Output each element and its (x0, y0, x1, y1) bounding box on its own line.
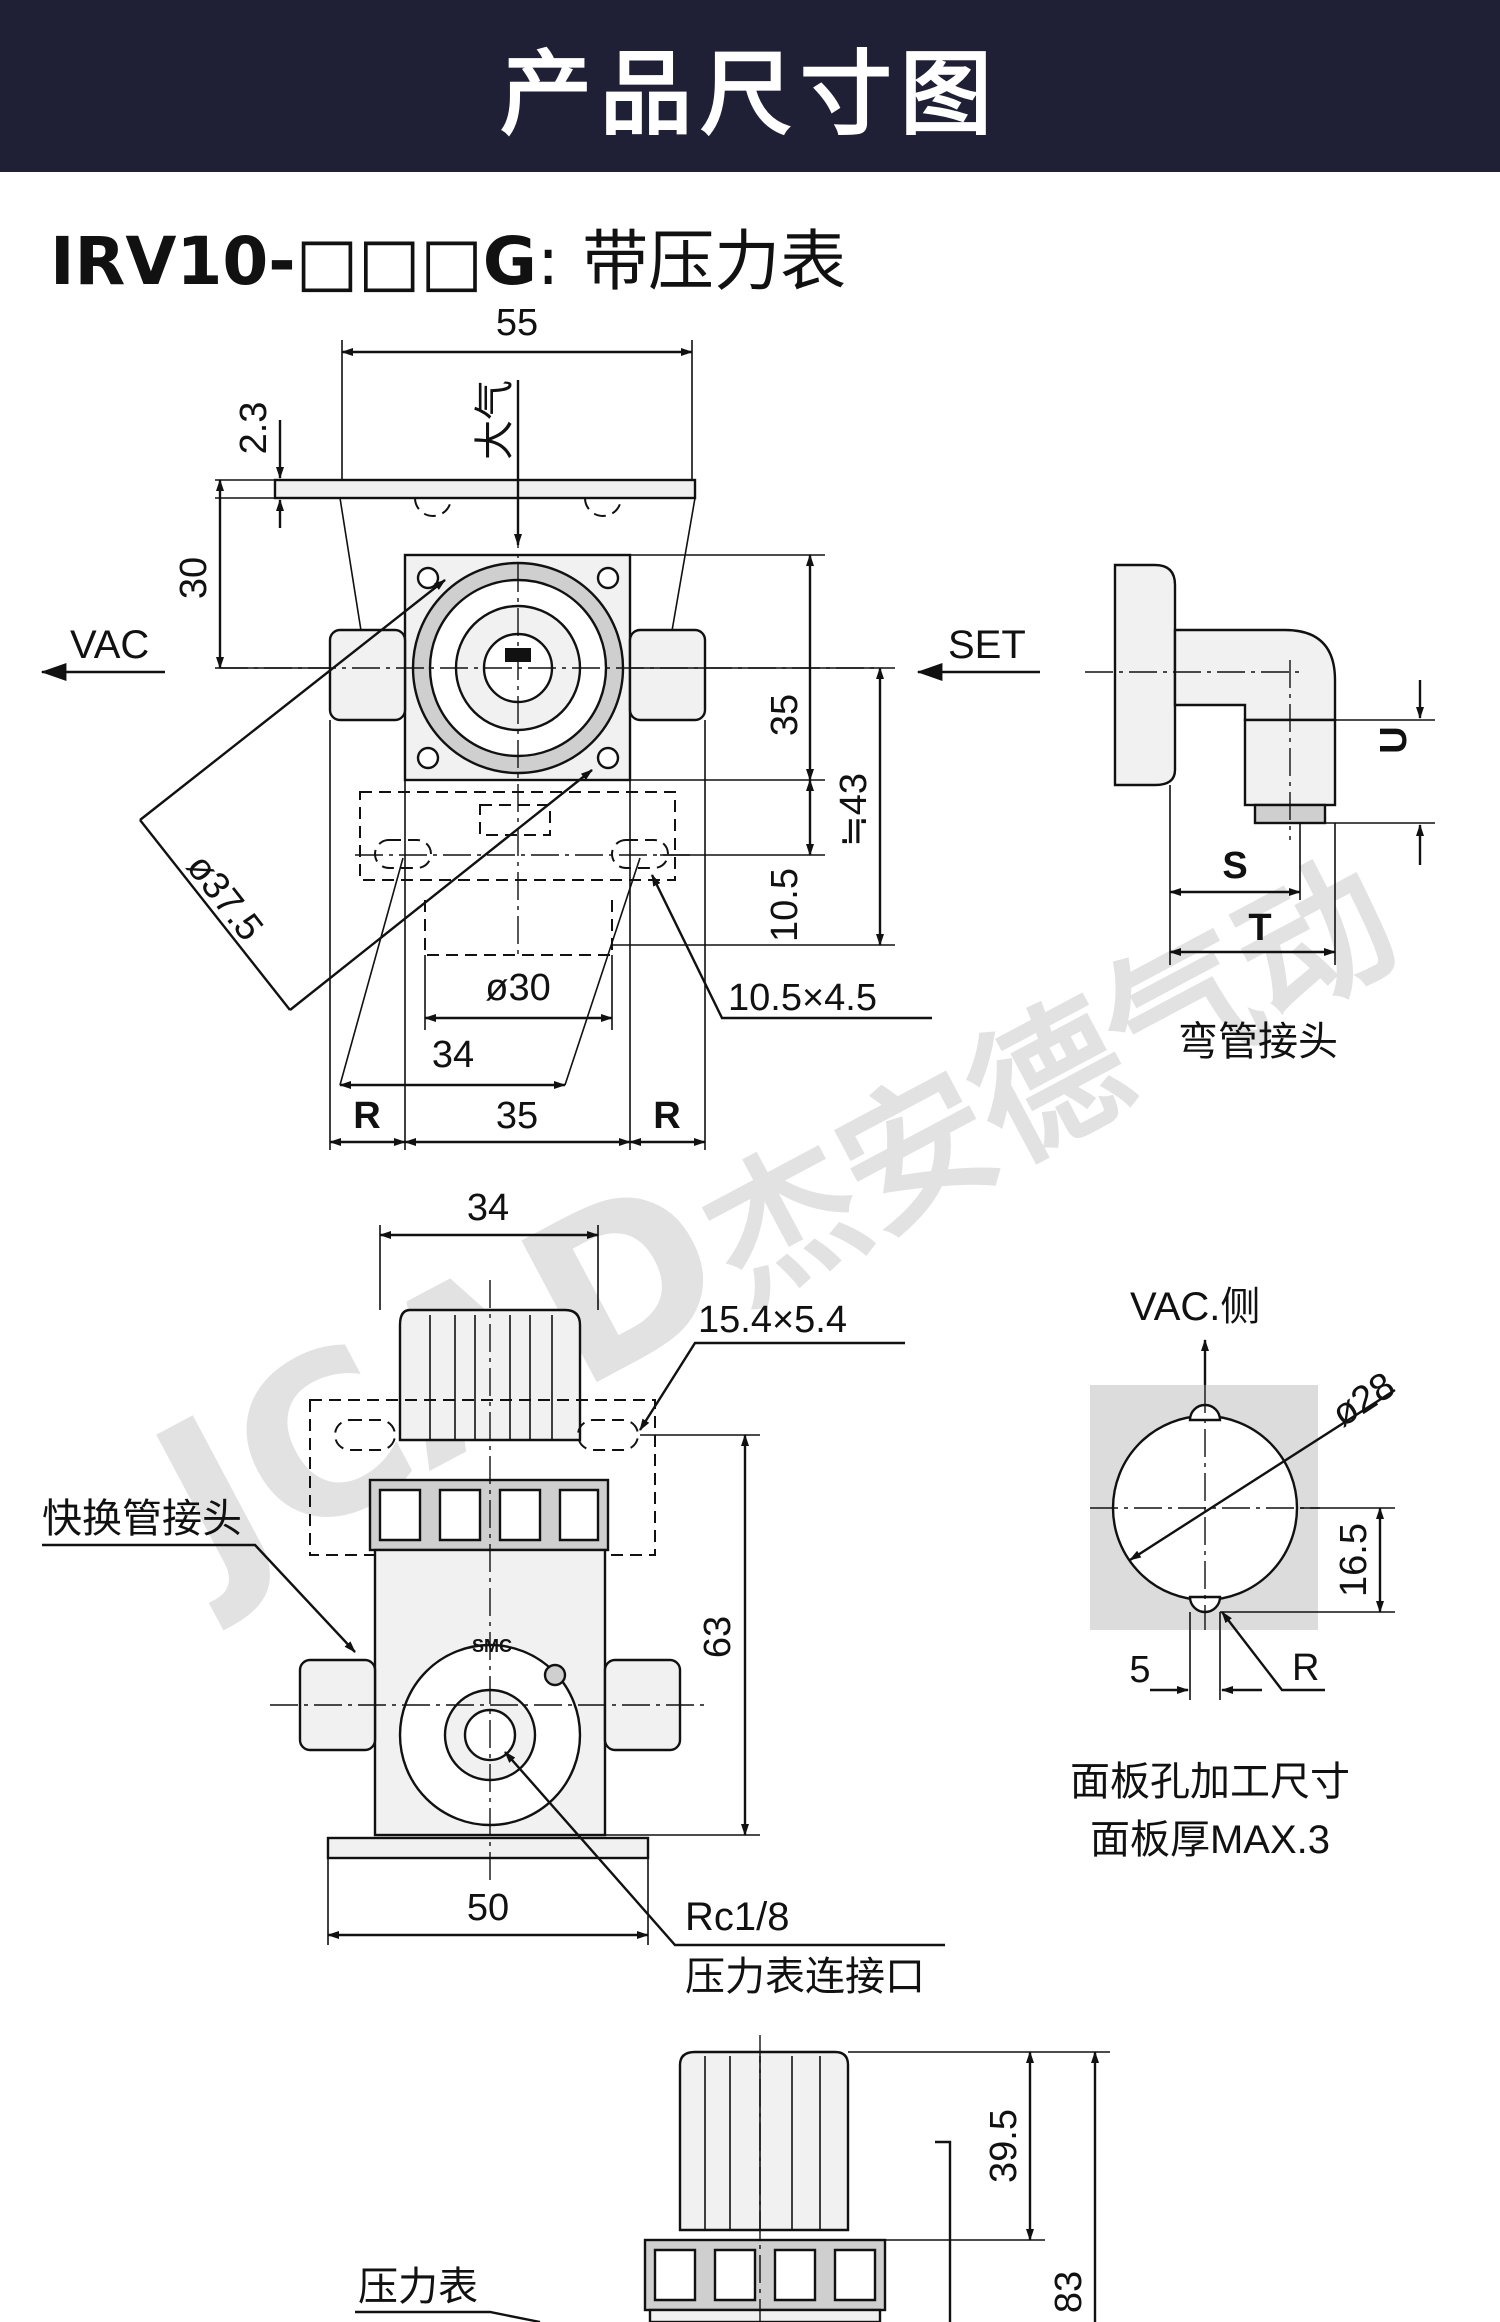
fitting-right (628, 628, 707, 722)
dim-leader-37-5 (139, 819, 291, 1011)
side-body-top (648, 2308, 882, 2322)
bracket-plate (273, 478, 697, 500)
dim-s: S (1222, 845, 1247, 887)
ext-bottom (329, 720, 706, 1150)
slot-leader (650, 874, 932, 1020)
front-view: SMC 34 63 50 15.4×5.4 快换管接头 Rc1/8 压力表连接口 (42, 1187, 945, 1999)
top-view: 55 2.3 30 35 10.5 ≒43 ø37.5 ø30 34 R 35 … (40, 302, 1040, 1150)
dim-30: 30 (173, 557, 215, 599)
dim-slot-15-4: 15.4×5.4 (698, 1299, 847, 1341)
panel-caption-2: 面板厚MAX.3 (1090, 1818, 1330, 1862)
dim-ext-34-left (339, 857, 404, 1086)
gauge-port-label: 压力表连接口 (685, 1955, 925, 1999)
dim-50: 50 (467, 1887, 509, 1929)
screw-icon (416, 566, 440, 590)
dim-dia-30: ø30 (485, 967, 550, 1009)
atmosphere-label: 大气 (473, 380, 517, 460)
lock-ring-teeth (378, 1488, 600, 1542)
dim-83: 83 (1048, 2271, 1090, 2313)
panel-key-bottom (1188, 1595, 1222, 1614)
dim-line-37-5-lower (289, 769, 593, 1011)
dim-r-right: R (653, 1095, 680, 1137)
dim-line-37-5-upper (139, 579, 446, 821)
elbow-center-lines (1085, 660, 1300, 840)
screw-icon (596, 566, 620, 590)
slot-right (611, 839, 669, 869)
ext-55 (341, 340, 693, 480)
dim-39-5: 39.5 (983, 2109, 1025, 2183)
dim-r-left: R (353, 1095, 380, 1137)
dim-63: 63 (697, 1616, 739, 1658)
dim-line-28 (1129, 1388, 1396, 1562)
set-label: SET (948, 623, 1026, 667)
elbow-fitting-view: U S T 弯管接头 (1085, 563, 1435, 1064)
dim-5: 5 (1129, 1649, 1150, 1691)
vac-side-label: VAC.侧 (1130, 1285, 1260, 1329)
gauge-leader (355, 2310, 541, 2322)
page-title: 产品尺寸图 (499, 40, 1000, 148)
quick-fitting-label: 快换管接头 (42, 1497, 242, 1541)
bonnet-outline (424, 900, 613, 956)
slot-left (374, 839, 432, 869)
dim-16-5: 16.5 (1333, 1523, 1375, 1597)
gauge-port-leader (504, 1751, 945, 1947)
brand-mark: SMC (472, 1636, 512, 1656)
panel-center-lines (1090, 1385, 1320, 1630)
model-description: 带压力表 (582, 223, 847, 300)
side-extensions (848, 2051, 1110, 2241)
dim-slot-10-5: 10.5×4.5 (728, 977, 877, 1019)
front-extensions (327, 1225, 760, 1945)
gauge-label: 压力表 (358, 2265, 478, 2309)
port-label: Rc1/8 (685, 1895, 790, 1939)
dim-u: U (1373, 726, 1415, 753)
screw-icon (416, 746, 440, 770)
panel-edge (935, 2140, 952, 2322)
dim-dia-37-5: ø37.5 (178, 846, 271, 948)
dim-approx-43: ≒43 (833, 773, 875, 847)
ext-right (612, 554, 895, 946)
model-code: IRV10-□□□G (50, 223, 537, 300)
dim-ext-34-right (564, 857, 641, 1086)
dim-34-top: 34 (432, 1034, 474, 1076)
dim-35-v: 35 (764, 694, 806, 736)
panel-caption-1: 面板孔加工尺寸 (1070, 1760, 1350, 1804)
lower-bracket-outline (359, 791, 676, 881)
ext-left (215, 479, 330, 669)
vent-icon (543, 1663, 567, 1687)
elbow-body (1173, 628, 1337, 722)
elbow-extensions (1169, 719, 1435, 965)
dim-t: T (1248, 907, 1271, 949)
elbow-caption: 弯管接头 (1178, 1020, 1338, 1064)
front-slot-leader (638, 1341, 905, 1431)
side-lock-teeth (653, 2248, 877, 2302)
knob-ribs (429, 1315, 553, 1440)
model-title: IRV10-□□□G: 带压力表 (50, 208, 846, 304)
dim-r-panel: R (1292, 1647, 1319, 1689)
dim-10-5: 10.5 (764, 868, 806, 942)
vac-label: VAC (70, 623, 149, 667)
panel-hole-view: VAC.侧 ø28 16.5 5 R 面板孔加工尺寸 面板厚MAX.3 (1070, 1285, 1402, 1862)
side-knob (678, 2050, 850, 2232)
elbow-plate (1113, 563, 1177, 787)
bracket-holes (414, 497, 622, 517)
dim-2-3: 2.3 (233, 402, 275, 455)
base-plate (326, 1836, 650, 1860)
dim-55-top: 55 (496, 302, 538, 344)
panel-extensions (1189, 1507, 1395, 1700)
dim-dia-28: ø28 (1325, 1364, 1403, 1435)
fitting-left (328, 628, 407, 722)
side-view: 39.5 83 压力表 (355, 2035, 1110, 2322)
header-banner: 产品尺寸图 (0, 0, 1500, 172)
dim-34-front: 34 (467, 1187, 509, 1229)
quick-fitting-leader (42, 1543, 356, 1653)
dim-35-h: 35 (496, 1095, 538, 1137)
r-leader (1221, 1611, 1325, 1692)
lower-bracket-tab (479, 804, 551, 836)
front-center-lines (270, 1280, 710, 1880)
model-separator: : (536, 223, 560, 300)
front-bracket-outline (309, 1399, 656, 1556)
screw-icon (596, 746, 620, 770)
